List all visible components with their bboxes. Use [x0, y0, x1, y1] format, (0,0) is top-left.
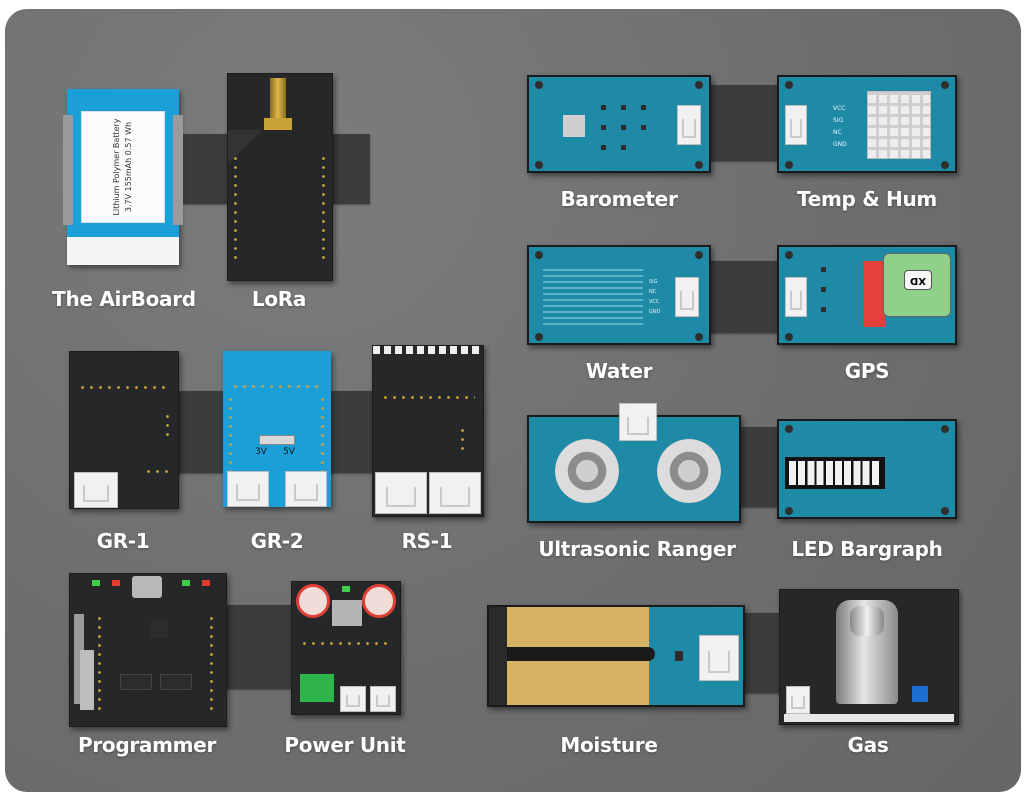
water-trace-icon — [543, 265, 643, 325]
label-water: Water — [585, 359, 653, 383]
grove-connector — [375, 472, 427, 514]
grove-connector — [370, 686, 396, 712]
label-moisture: Moisture — [560, 733, 658, 757]
grove-connector — [786, 686, 810, 714]
label-5v: 5V — [283, 447, 295, 457]
label-airboard: The AirBoard — [52, 287, 196, 311]
grove-connector — [429, 472, 481, 514]
grove-connector — [619, 403, 657, 441]
bargraph-module — [777, 419, 957, 519]
modules-panel: Lithium Polymer Battery 3.7V 155mAh 0.57… — [5, 9, 1021, 792]
grove-connector — [785, 105, 807, 145]
barometer-module — [527, 75, 711, 173]
potentiometer-icon — [912, 686, 928, 702]
capacitor-icon — [296, 584, 330, 618]
gr2-module: 3V 5V — [223, 351, 331, 507]
programmer-module — [69, 573, 227, 727]
label-power-unit: Power Unit — [284, 733, 406, 757]
battery-text-1: Lithium Polymer Battery — [112, 118, 121, 216]
connector-strip — [705, 85, 785, 161]
pin-label: NC — [649, 289, 657, 295]
label-bargraph: LED Bargraph — [791, 537, 943, 561]
label-3v: 3V — [255, 447, 267, 457]
pin-label: VCC — [833, 105, 846, 112]
label-lora: LoRa — [251, 287, 307, 311]
pin-label: NC — [833, 129, 842, 136]
connector-strip — [705, 261, 785, 333]
label-barometer: Barometer — [560, 187, 678, 211]
pin-label: GND — [649, 309, 661, 315]
label-rs1: RS-1 — [401, 529, 453, 553]
grove-connector — [677, 105, 701, 145]
dht-sensor-icon — [867, 91, 931, 159]
grove-connector — [699, 635, 739, 681]
pin-label: VCC — [649, 299, 660, 305]
power-unit-module — [291, 581, 401, 715]
moisture-probe-icon — [489, 607, 655, 705]
led-bar-icon — [785, 457, 885, 489]
gps-module: XD — [777, 245, 957, 345]
gas-module — [779, 589, 959, 725]
voltage-switch — [259, 435, 295, 445]
grove-connector — [785, 277, 807, 317]
pin-label: GND — [833, 141, 847, 148]
connector-strip — [735, 427, 785, 507]
pin-label: SIG — [649, 279, 658, 285]
transducer-icon — [555, 439, 619, 503]
water-module: SIG NC VCC GND — [527, 245, 711, 345]
temp-hum-module: VCC SIG NC GND — [777, 75, 957, 173]
label-gr2: GR-2 — [250, 529, 304, 553]
transducer-icon — [657, 439, 721, 503]
sensor-chip-icon — [563, 115, 585, 137]
battery-text-2: 3.7V 155mAh 0.57 Wh — [124, 121, 133, 213]
moisture-module — [487, 605, 745, 707]
terminal-block-icon — [300, 674, 334, 702]
pin-label: SIG — [833, 117, 844, 124]
grove-connector — [675, 277, 699, 317]
battery-tab — [63, 115, 73, 225]
antenna-connector-icon — [270, 78, 286, 118]
gps-antenna-icon: XD — [883, 253, 951, 317]
label-programmer: Programmer — [77, 733, 217, 757]
gr1-module — [69, 351, 179, 509]
gas-sensor-icon — [836, 600, 898, 704]
label-gas: Gas — [847, 733, 889, 757]
grove-connector — [285, 471, 327, 507]
label-temp-hum: Temp & Hum — [797, 187, 937, 211]
ultrasonic-module — [527, 403, 741, 523]
connector-strip — [225, 605, 297, 689]
grove-connector — [340, 686, 366, 712]
airboard-module: Lithium Polymer Battery 3.7V 155mAh 0.57… — [63, 89, 183, 265]
label-ultrasonic: Ultrasonic Ranger — [538, 537, 736, 561]
gps-antenna-text: XD — [904, 270, 932, 290]
capacitor-icon — [362, 584, 396, 618]
battery-tab — [173, 115, 183, 225]
label-gps: GPS — [844, 359, 890, 383]
connector-strip — [740, 613, 785, 693]
battery-label: Lithium Polymer Battery 3.7V 155mAh 0.57… — [81, 111, 165, 223]
grove-connector — [74, 472, 118, 508]
label-gr1: GR-1 — [96, 529, 150, 553]
grove-connector — [227, 471, 269, 507]
rs1-module — [372, 345, 484, 517]
usb-port-icon — [132, 576, 162, 598]
lora-module — [227, 73, 333, 281]
